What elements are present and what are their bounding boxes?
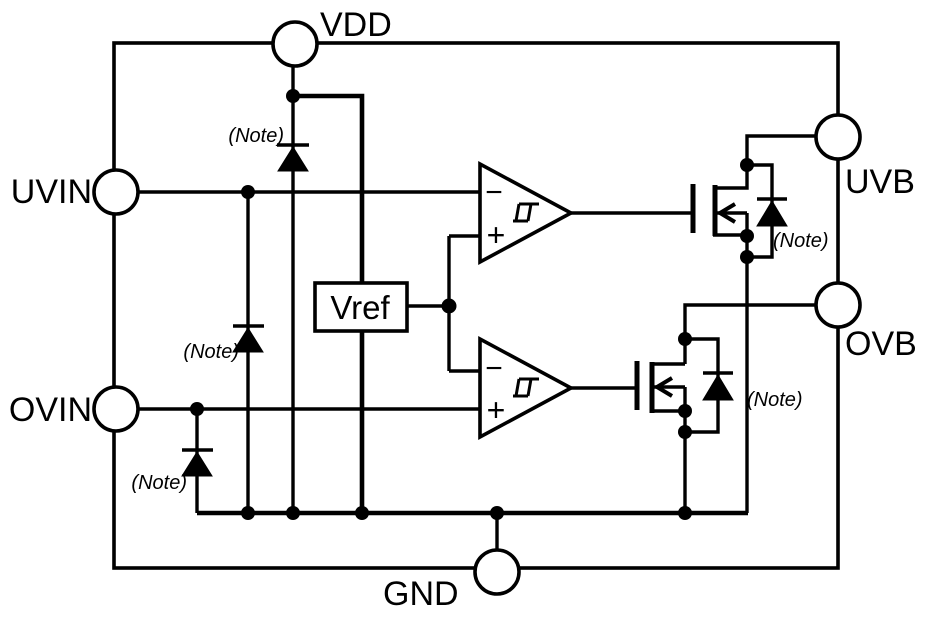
gnd-pin — [473, 548, 521, 596]
junction-dot — [241, 506, 255, 520]
junction-dot — [678, 404, 692, 418]
ovin-pin — [92, 385, 140, 433]
lower-comparator-minus-label: − — [485, 352, 503, 385]
junction-dot — [286, 506, 300, 520]
junction-dots — [190, 89, 754, 520]
wire-vdd-vref — [293, 93, 365, 283]
body-diode-icon — [756, 200, 788, 227]
uvb-pin — [814, 113, 862, 161]
junction-dot — [678, 506, 692, 520]
junction-dot — [740, 158, 754, 172]
uvin-pin-label: UVIN — [11, 173, 92, 211]
junction-dot — [740, 250, 754, 264]
note-label-uvb-diode: (Note) — [773, 230, 829, 252]
esd-diode-uvin — [232, 324, 264, 353]
hysteresis-icon — [513, 377, 539, 398]
ovb-mosfet — [634, 361, 734, 413]
note-label-uvin-diode: (Note) — [183, 341, 239, 363]
upper-comparator — [478, 160, 575, 266]
gnd-pin-label: GND — [383, 575, 459, 613]
junction-dot — [678, 425, 692, 439]
lower-comparator-plus-label: + — [487, 392, 506, 428]
note-label-ovb-diode: (Note) — [747, 389, 803, 411]
vdd-pin-label: VDD — [320, 6, 392, 44]
ovb-pin-label: OVB — [845, 325, 917, 363]
upper-comparator-plus-label: + — [487, 217, 506, 253]
junction-dot — [740, 229, 754, 243]
diode-icon — [277, 146, 309, 172]
junction-dot — [286, 89, 300, 103]
vdd-pin — [271, 20, 319, 68]
body-diode-icon — [702, 374, 734, 401]
vref-label: Vref — [330, 289, 390, 326]
uvb-mosfet — [690, 184, 788, 236]
upper-comparator-body — [478, 160, 575, 266]
wire-uvb-drain — [713, 134, 817, 190]
junction-dot — [441, 298, 457, 314]
junction-dot — [678, 332, 692, 346]
junction-dot — [355, 506, 369, 520]
mosfet-arrow-icon — [653, 376, 674, 398]
lower-comparator-body — [478, 335, 575, 441]
note-label-ovin-diode: (Note) — [131, 472, 187, 494]
diode-icon — [181, 451, 213, 477]
uvin-pin — [92, 168, 140, 216]
esd-diode-vdd — [277, 143, 309, 172]
esd-diode-ovin — [181, 448, 213, 477]
uvb-pin-label: UVB — [845, 163, 915, 201]
mosfet-arrow-icon — [716, 202, 737, 224]
hysteresis-icon — [513, 202, 539, 223]
upper-comparator-minus-label: − — [485, 176, 503, 209]
ovin-pin-label: OVIN — [9, 391, 92, 429]
junction-dot — [241, 185, 255, 199]
junction-dot — [190, 402, 204, 416]
wire-ovb-drain — [683, 303, 817, 364]
junction-dot — [490, 506, 504, 520]
lower-comparator — [478, 335, 575, 441]
note-label-vdd-diode: (Note) — [228, 125, 284, 147]
diode-icon — [232, 327, 264, 353]
pin-terminals — [92, 20, 862, 596]
vref-box — [313, 281, 409, 333]
ovb-pin — [814, 281, 862, 329]
